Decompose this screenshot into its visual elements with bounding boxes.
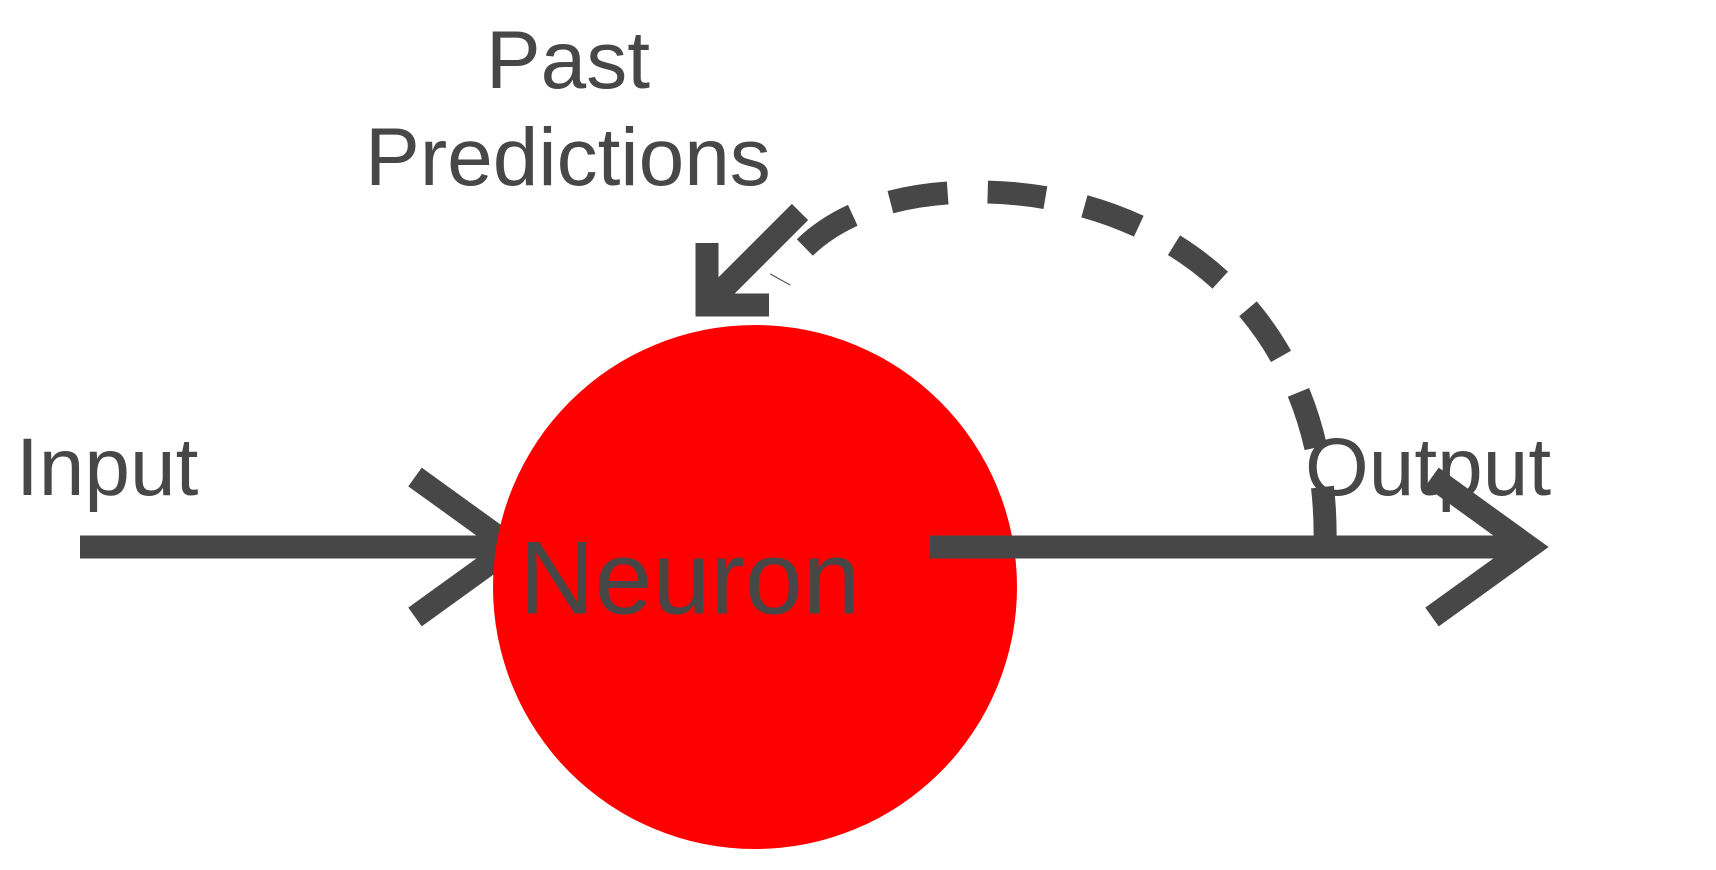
- feedback-arrow-head-stem: [707, 203, 809, 305]
- past-predictions-label-line1: Past: [486, 15, 650, 106]
- past-predictions-label-line2: Predictions: [365, 112, 771, 203]
- output-label: Output: [1305, 422, 1551, 513]
- feedback-arc-dashed-path: [769, 180, 1337, 546]
- neuron-node-label: Neuron: [519, 520, 860, 636]
- input-label: Input: [16, 422, 199, 513]
- neuron-node-circle: [493, 325, 1017, 849]
- feedback-arrow-head-icon: [695, 243, 769, 317]
- output-arrow-head-icon: [1425, 467, 1549, 627]
